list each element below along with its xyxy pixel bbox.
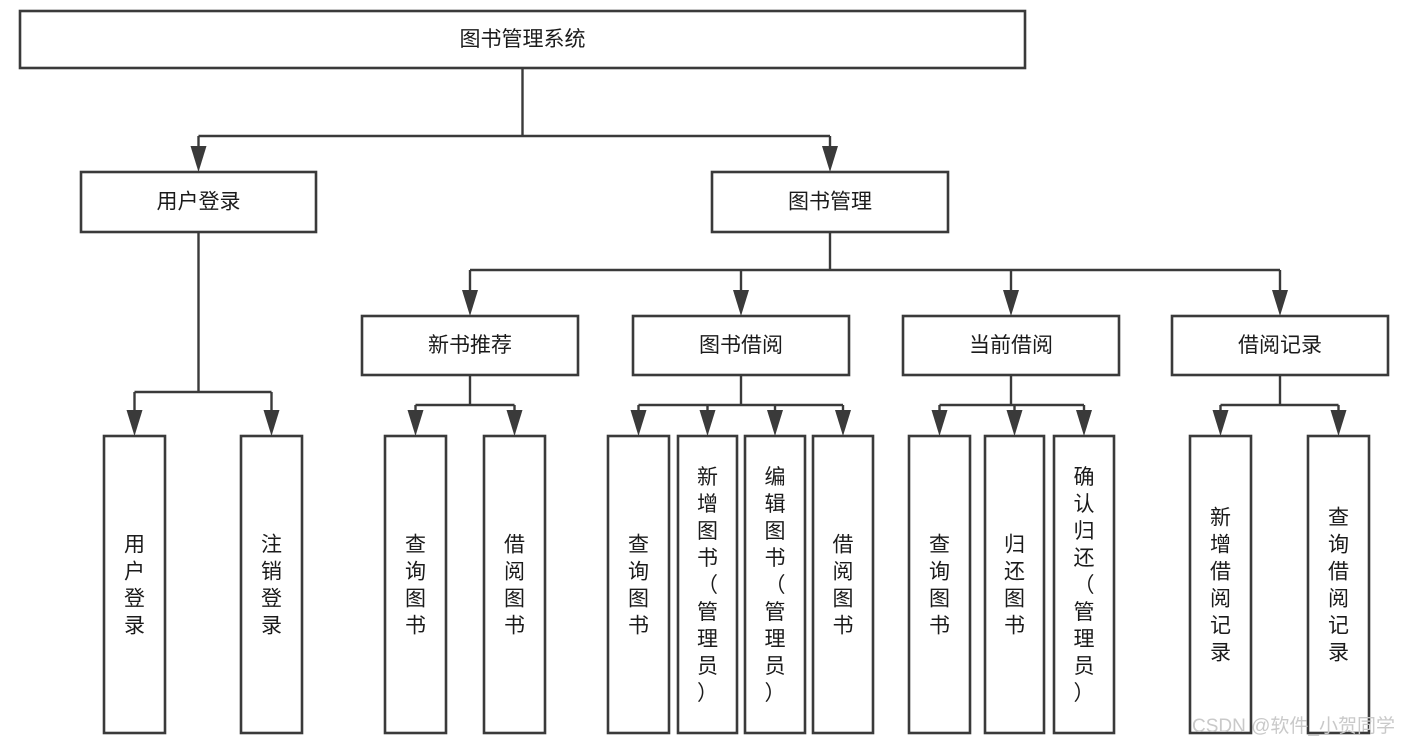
connector-group-user-login bbox=[126, 232, 280, 436]
arrow-head-icon bbox=[1272, 290, 1288, 316]
node-leaf-borrow-book-1[interactable]: 借阅图书 bbox=[482, 434, 547, 735]
connector-group-book-manage bbox=[462, 232, 1288, 316]
arrow-head-icon bbox=[699, 410, 716, 436]
node-book-manage[interactable]: 图书管理 bbox=[710, 170, 950, 234]
node-leaf-query-book-3[interactable]: 查询图书 bbox=[907, 434, 972, 735]
node-leaf-query-book-1[interactable]: 查询图书 bbox=[383, 434, 448, 735]
arrow-head-icon bbox=[931, 410, 948, 436]
node-label: 借阅图书 bbox=[833, 534, 854, 638]
arrow-head-icon bbox=[190, 146, 207, 172]
node-label: 查询图书 bbox=[628, 534, 649, 638]
arrow-head-icon bbox=[1212, 410, 1229, 436]
arrow-head-icon bbox=[407, 410, 424, 436]
node-leaf-edit-book[interactable]: 编辑图书（管理员） bbox=[743, 434, 807, 735]
node-label: 用户登录 bbox=[157, 191, 241, 214]
node-leaf-add-book[interactable]: 新增图书（管理员） bbox=[676, 434, 739, 735]
node-box[interactable] bbox=[983, 434, 1046, 735]
node-box[interactable] bbox=[811, 434, 875, 735]
csdn-watermark: CSDN @软件_小贺同学 bbox=[1192, 715, 1395, 737]
node-box[interactable] bbox=[743, 434, 807, 735]
arrow-head-icon bbox=[822, 146, 838, 172]
node-label: 当前借阅 bbox=[969, 334, 1053, 357]
node-box[interactable] bbox=[1170, 314, 1390, 377]
arrow-head-icon bbox=[835, 410, 851, 436]
node-label: 注销登录 bbox=[261, 534, 282, 638]
node-book-borrow[interactable]: 图书借阅 bbox=[631, 314, 851, 377]
node-leaf-add-record[interactable]: 新增借阅记录 bbox=[1188, 434, 1253, 735]
node-leaf-confirm-return[interactable]: 确认归还（管理员） bbox=[1052, 434, 1116, 735]
node-label: 图书借阅 bbox=[699, 334, 783, 357]
node-box[interactable] bbox=[631, 314, 851, 377]
nodes-layer: 图书管理系统用户登录图书管理新书推荐图书借阅当前借阅借阅记录用户登录注销登录查询… bbox=[18, 9, 1390, 735]
arrow-head-icon bbox=[630, 410, 647, 436]
node-root[interactable]: 图书管理系统 bbox=[18, 9, 1027, 70]
node-box[interactable] bbox=[1052, 434, 1116, 735]
node-box[interactable] bbox=[239, 434, 304, 735]
node-box[interactable] bbox=[710, 170, 950, 234]
node-box[interactable] bbox=[482, 434, 547, 735]
node-label: 新书推荐 bbox=[428, 334, 512, 357]
node-label: 查询图书 bbox=[929, 534, 950, 638]
arrow-head-icon bbox=[1003, 290, 1019, 316]
node-box[interactable] bbox=[102, 434, 167, 735]
arrow-head-icon bbox=[263, 410, 280, 436]
connector-group-new-book-rec bbox=[407, 375, 523, 436]
node-label: 图书管理系统 bbox=[460, 28, 586, 51]
node-leaf-query-book-2[interactable]: 查询图书 bbox=[606, 434, 671, 735]
arrow-head-icon bbox=[1006, 410, 1023, 436]
node-leaf-query-record[interactable]: 查询借阅记录 bbox=[1306, 434, 1371, 735]
node-label: 用户登录 bbox=[124, 534, 145, 638]
node-label: 查询图书 bbox=[405, 534, 426, 638]
node-label: 借阅图书 bbox=[504, 534, 525, 638]
node-box[interactable] bbox=[907, 434, 972, 735]
node-leaf-logout[interactable]: 注销登录 bbox=[239, 434, 304, 735]
node-label: 编辑图书（管理员） bbox=[765, 466, 786, 705]
node-user-login[interactable]: 用户登录 bbox=[79, 170, 318, 234]
node-box[interactable] bbox=[606, 434, 671, 735]
node-box[interactable] bbox=[901, 314, 1121, 377]
node-borrow-record[interactable]: 借阅记录 bbox=[1170, 314, 1390, 377]
connector-group-book-borrow bbox=[630, 375, 851, 436]
node-box[interactable] bbox=[1188, 434, 1253, 735]
arrow-head-icon bbox=[1330, 410, 1347, 436]
node-label: 确认归还（管理员） bbox=[1074, 466, 1095, 705]
node-label: 新增借阅记录 bbox=[1210, 507, 1231, 665]
node-leaf-borrow-book-2[interactable]: 借阅图书 bbox=[811, 434, 875, 735]
node-box[interactable] bbox=[79, 170, 318, 234]
node-label: 查询借阅记录 bbox=[1328, 507, 1349, 665]
connectors-layer bbox=[126, 68, 1347, 436]
arrow-head-icon bbox=[506, 410, 523, 436]
node-current-borrow[interactable]: 当前借阅 bbox=[901, 314, 1121, 377]
arrow-head-icon bbox=[767, 410, 783, 436]
node-label: 归还图书 bbox=[1004, 534, 1025, 638]
node-leaf-return-book[interactable]: 归还图书 bbox=[983, 434, 1046, 735]
connector-group-current-borrow bbox=[931, 375, 1092, 436]
node-label: 借阅记录 bbox=[1238, 334, 1322, 357]
arrow-head-icon bbox=[126, 410, 143, 436]
connector-group-borrow-record bbox=[1212, 375, 1347, 436]
arrow-head-icon bbox=[1076, 410, 1092, 436]
node-box[interactable] bbox=[676, 434, 739, 735]
node-box[interactable] bbox=[1306, 434, 1371, 735]
arrow-head-icon bbox=[733, 290, 749, 316]
node-new-book-rec[interactable]: 新书推荐 bbox=[360, 314, 580, 377]
arrow-head-icon bbox=[462, 290, 478, 316]
node-box[interactable] bbox=[18, 9, 1027, 70]
connector-group-root bbox=[190, 68, 838, 172]
node-label: 图书管理 bbox=[788, 191, 872, 214]
node-box[interactable] bbox=[360, 314, 580, 377]
node-leaf-user-login[interactable]: 用户登录 bbox=[102, 434, 167, 735]
node-label: 新增图书（管理员） bbox=[697, 466, 718, 705]
node-box[interactable] bbox=[383, 434, 448, 735]
